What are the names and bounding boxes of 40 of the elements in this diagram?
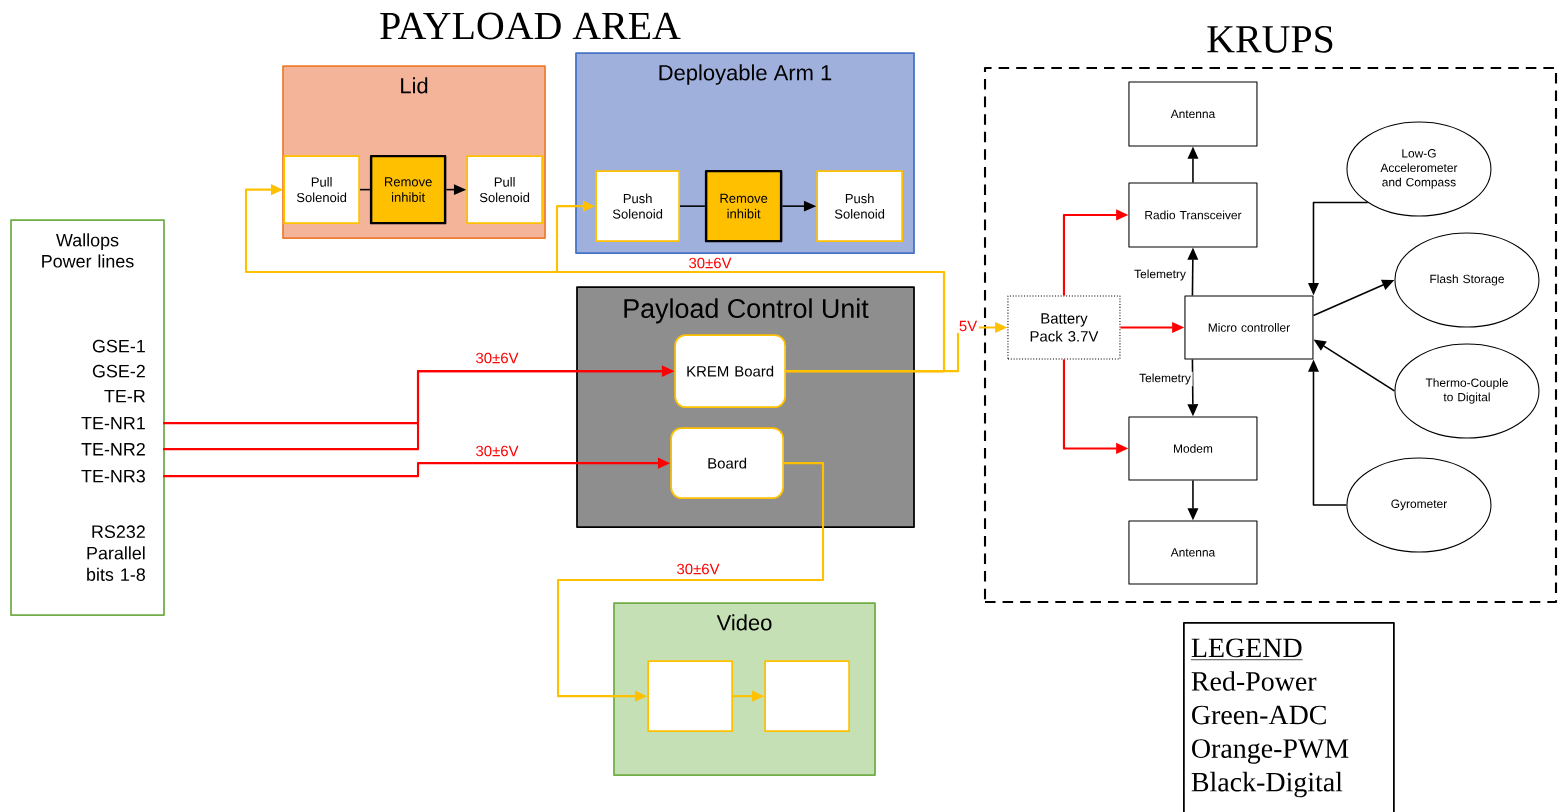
process-box: Pull Solenoid [466,155,543,224]
legend-label: Red-Power [1191,671,1317,691]
process-box: Radio Transceiver [1128,182,1258,248]
process-box: Push Solenoid [816,170,903,242]
signal-label: GSE-1 [92,339,145,353]
battery-box: Battery Pack 3.7V [1007,295,1121,360]
signal-label: TE-R [104,390,145,403]
edge-label: 30±6V [674,561,722,577]
legend-label: Orange-PWM [1192,739,1349,764]
connector-arrow [556,462,825,702]
legend-label: Green-ADC [1192,705,1326,725]
process-box: Micro controller [1184,295,1314,360]
diagram-title: PAYLOAD AREA [380,12,681,40]
signal-label: TE-NR3 [81,469,145,483]
signal-label: TE-NR1 [81,417,145,430]
board-box: Board [670,427,784,499]
legend-box: LEGEND Red-Power Green-ADC Orange-PWM Black-Digital [1183,622,1395,812]
edge-label: 30±6V [686,255,734,271]
process-box: Remove inhibit [704,169,783,243]
legend-label: Black-Digital [1191,771,1343,798]
process-box: Antenna [1128,520,1258,585]
edge-label: 30±6V [473,350,521,366]
process-box: Remove inhibit [369,154,447,225]
process-box: Modem [1128,416,1258,481]
process-box: Push Solenoid [595,170,680,242]
edge-label: Telemetry [1132,267,1188,283]
edge-label: 5V [957,319,979,333]
empty-box [764,660,850,732]
node-label: KRUPS [1207,25,1333,53]
label: LEGEND [1191,638,1302,658]
edge-label: Telemetry [1137,371,1193,387]
edge-label: 30±6V [473,443,521,459]
connector-arrow [555,200,946,373]
signal-label: TE-NR2 [81,442,145,456]
signal-label: GSE-2 [92,364,145,378]
empty-box [647,660,733,732]
process-box: Antenna [1128,81,1258,147]
process-box: Pull Solenoid [283,155,360,224]
signal-label: RS232 Parallel bits 1-8 [87,525,145,581]
board-box: KREM Board [674,334,786,408]
